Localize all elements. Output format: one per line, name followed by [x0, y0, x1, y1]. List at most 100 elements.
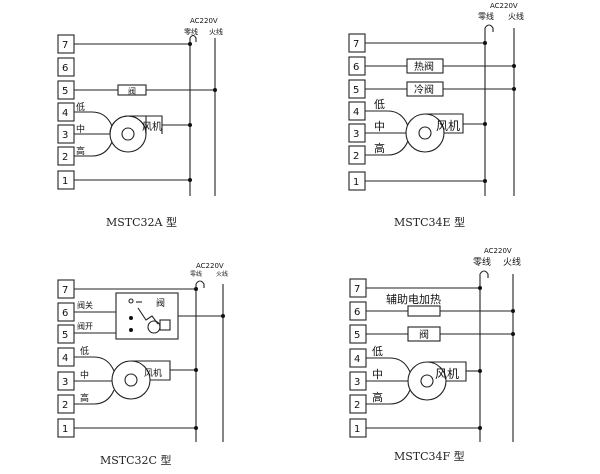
terminal-1: 1 [62, 424, 68, 435]
terminal-5: 5 [62, 86, 68, 97]
diagram-mstc32a: AC220V 零线 火线 7 6 5 4 3 2 1 阀 [57, 17, 223, 229]
live-label: 火线 [503, 256, 521, 268]
fan-label: 风机 [436, 119, 460, 133]
speed-mid: 中 [372, 368, 383, 381]
junction-dot [478, 426, 482, 430]
terminal-7: 7 [62, 40, 68, 51]
diagram-caption: MSTC34E 型 [394, 215, 465, 229]
speed-high: 高 [374, 141, 385, 155]
junction-dot [512, 64, 516, 68]
junction-dot [213, 88, 217, 92]
speed-mid: 中 [374, 120, 385, 133]
valve-close-label: 阀关 [77, 300, 93, 310]
speed-mid: 中 [80, 369, 89, 381]
terminal-3: 3 [62, 130, 68, 141]
valve-label: 阀 [156, 298, 165, 309]
terminal-6: 6 [62, 63, 68, 74]
speed-low: 低 [374, 98, 385, 111]
live-label: 火线 [508, 11, 524, 21]
terminal-5: 5 [354, 330, 360, 341]
terminal-block: 7 6 5 4 3 2 1 [57, 34, 75, 190]
junction-dot [188, 123, 192, 127]
live-label: 火线 [209, 27, 223, 36]
terminal-3: 3 [354, 377, 360, 388]
aux-heat-label: 辅助电加热 [386, 292, 441, 306]
terminal-6: 6 [62, 308, 68, 319]
valve-motor-icon [128, 298, 171, 334]
diagram-caption: MSTC34F 型 [394, 449, 465, 463]
terminal-5: 5 [62, 330, 68, 341]
terminal-1: 1 [354, 424, 360, 435]
speed-low: 低 [76, 101, 85, 113]
terminal-2: 2 [62, 400, 68, 411]
fan-label: 风机 [142, 120, 162, 133]
terminal-2: 2 [62, 152, 68, 163]
speed-high: 高 [372, 390, 383, 404]
terminal-2: 2 [353, 151, 359, 162]
junction-dot [483, 41, 487, 45]
supply-label: AC220V [196, 262, 224, 270]
terminal-2: 2 [354, 400, 360, 411]
terminal-6: 6 [354, 307, 360, 318]
diagram-mstc32c: AC220V 零线 火线 7 6 5 4 3 2 1 阀关 阀开 [57, 262, 228, 467]
junction-dot [188, 42, 192, 46]
neutral-label: 零线 [190, 270, 202, 278]
hot-valve-label: 热阀 [414, 60, 434, 73]
cold-valve-label: 冷阀 [414, 83, 434, 96]
junction-dot [483, 122, 487, 126]
junction-dot [194, 426, 198, 430]
valve-actuator-box [115, 292, 179, 340]
junction-dot [194, 368, 198, 372]
diagram-caption: MSTC32A 型 [106, 215, 177, 229]
speed-mid: 中 [76, 123, 85, 135]
terminal-1: 1 [62, 176, 68, 187]
fan-label: 风机 [144, 367, 162, 379]
junction-dot [221, 314, 225, 318]
fan-icon [407, 361, 467, 401]
terminal-3: 3 [62, 377, 68, 388]
aux-heat-box [407, 305, 441, 317]
supply-label: AC220V [484, 247, 512, 255]
fan-icon [111, 360, 171, 400]
terminal-3: 3 [353, 129, 359, 140]
neutral-label: 零线 [478, 11, 494, 21]
junction-dot [478, 369, 482, 373]
speed-low: 低 [372, 345, 383, 358]
terminal-4: 4 [62, 108, 68, 119]
terminal-block: 7 6 5 4 3 2 1 [57, 279, 75, 438]
terminal-block: 7 6 5 4 3 2 1 [348, 33, 366, 191]
speed-high: 高 [76, 145, 85, 157]
terminal-6: 6 [353, 62, 359, 73]
diagram-mstc34e: AC220V 零线 火线 7 6 5 4 3 2 1 热阀 [348, 2, 524, 229]
speed-low: 低 [80, 345, 89, 357]
diagram-caption: MSTC32C 型 [100, 453, 171, 467]
speed-high: 高 [80, 392, 89, 404]
diagram-mstc34f: AC220V 零线 火线 7 6 5 4 3 2 1 辅助电加热 [349, 247, 521, 463]
fan-label: 风机 [435, 367, 459, 381]
terminal-block: 7 6 5 4 3 2 1 [349, 278, 367, 438]
live-label: 火线 [216, 270, 228, 278]
junction-dot [483, 179, 487, 183]
terminal-4: 4 [353, 107, 359, 118]
terminal-5: 5 [353, 85, 359, 96]
valve-open-label: 阀开 [77, 322, 93, 331]
terminal-7: 7 [354, 284, 360, 295]
fan-icon [405, 113, 464, 153]
terminal-7: 7 [62, 285, 68, 296]
neutral-label: 零线 [473, 256, 491, 268]
junction-dot [511, 332, 515, 336]
valve-label: 阀 [128, 87, 136, 96]
neutral-label: 零线 [184, 27, 198, 36]
junction-dot [512, 87, 516, 91]
supply-label: AC220V [490, 2, 518, 10]
terminal-4: 4 [62, 353, 68, 364]
junction-dot [511, 309, 515, 313]
supply-label: AC220V [190, 17, 218, 25]
terminal-7: 7 [353, 39, 359, 50]
junction-dot [478, 286, 482, 290]
terminal-4: 4 [354, 354, 360, 365]
terminal-1: 1 [353, 177, 359, 188]
junction-dot [188, 178, 192, 182]
valve-label: 阀 [419, 328, 429, 341]
